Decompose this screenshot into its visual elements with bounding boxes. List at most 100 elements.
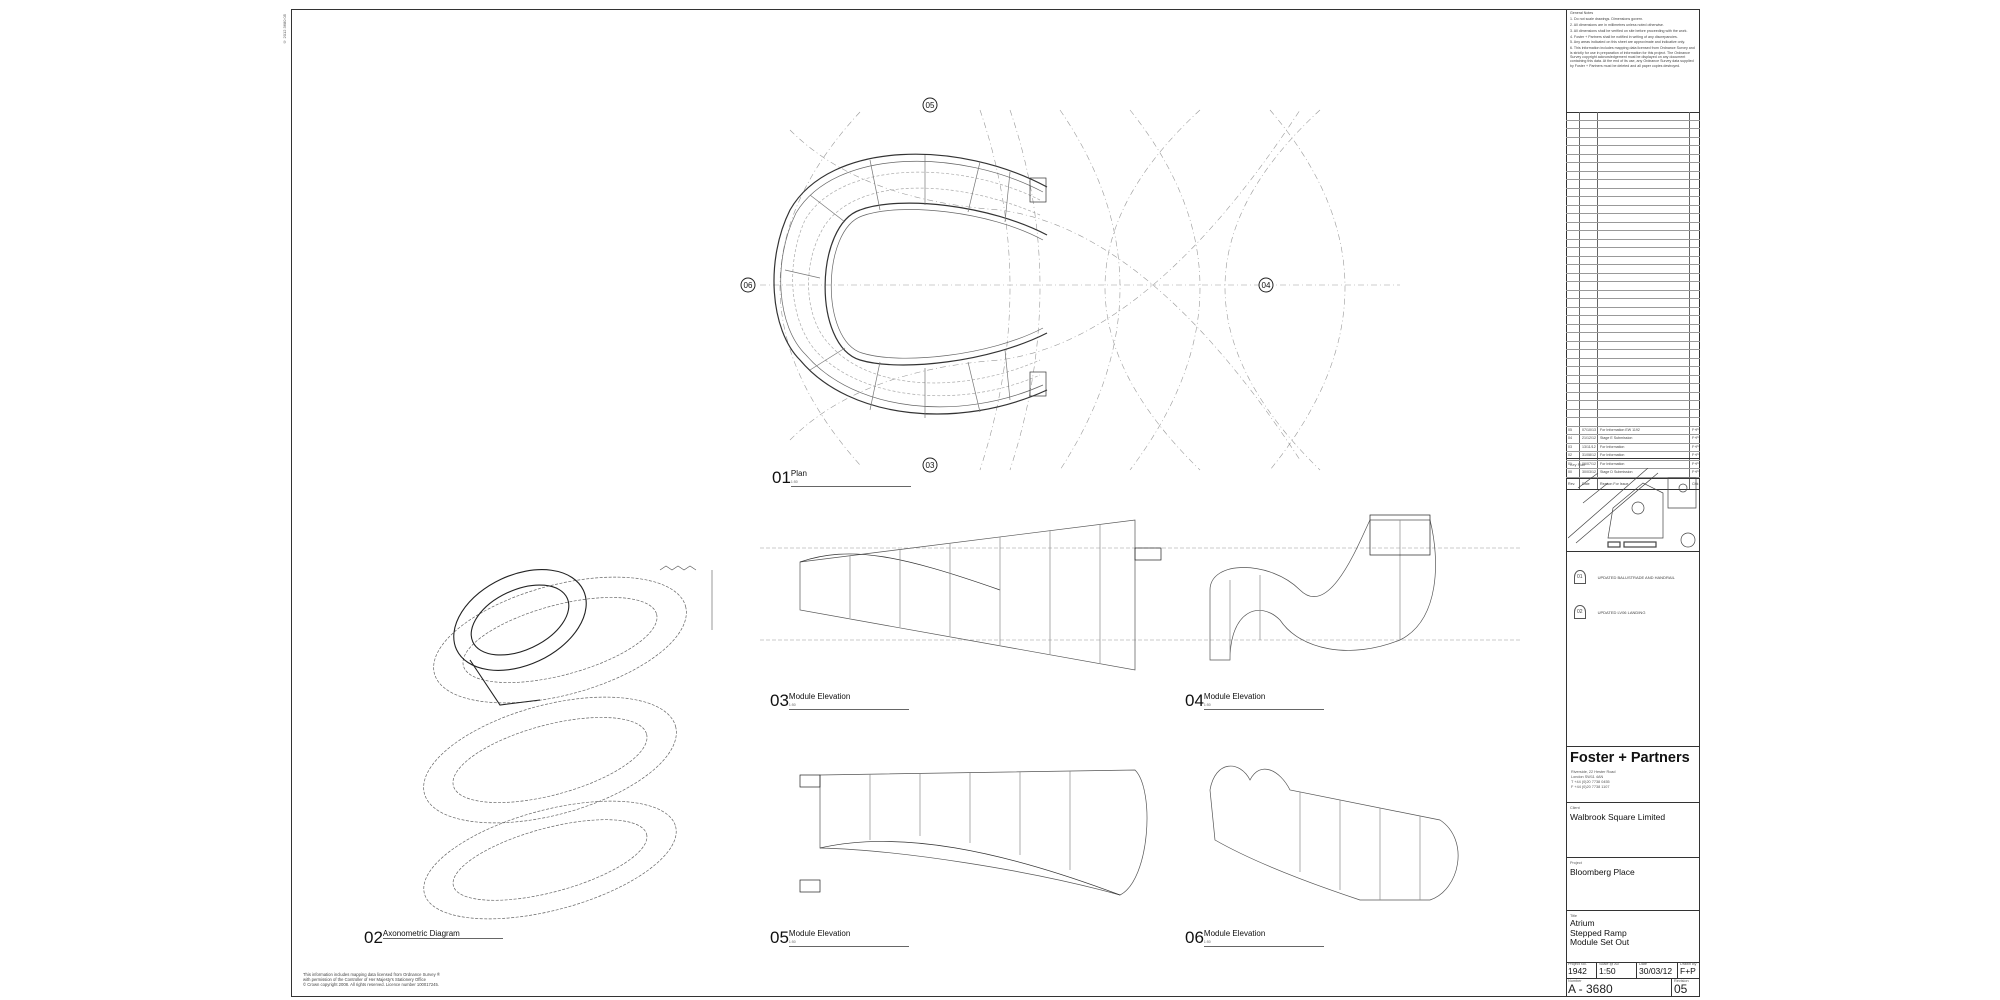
meta-scale: 1:50	[1599, 966, 1616, 976]
revision-row-empty	[1566, 171, 1700, 180]
revision-row-empty	[1566, 418, 1700, 427]
drawing-sheet-border	[291, 9, 1700, 997]
general-notes-items-2: 3. All dimensions shall be verified on s…	[1570, 28, 1688, 33]
revisions-rows-2-chk: F+P	[1692, 444, 1699, 449]
drawings-0-title: Plan	[790, 469, 807, 478]
revision-row-empty	[1566, 409, 1700, 418]
axonometric-drawing	[423, 576, 687, 920]
elevation-06	[1209, 765, 1459, 901]
revisions-rows-5-rev: 00	[1566, 469, 1580, 477]
general-notes-items-5: 6. This information includes mapping dat…	[1570, 46, 1695, 68]
revisions-rows-3-chk: F+P	[1692, 453, 1699, 457]
revision-triangle-icon: 02	[1574, 605, 1586, 619]
meta-drawn-label: Drawn By	[1680, 962, 1697, 966]
elevation-05	[799, 769, 1148, 896]
revisions-rows-0-date: 07/10/13	[1580, 426, 1598, 434]
revisions-rows-5-date: 30/03/12	[1580, 469, 1598, 477]
revisions-rows-4-date: 06/07/12	[1580, 460, 1598, 468]
section-markers-2: 06	[744, 281, 753, 290]
revision-row-empty	[1566, 256, 1700, 265]
revision-row-empty	[1566, 307, 1700, 316]
revisions-rows-2-date: 13/11/12	[1580, 443, 1598, 451]
key-plan-label: Key Plan	[1570, 463, 1586, 467]
revisions-rows-1-reason: Stage E Submission	[1598, 435, 1690, 443]
general-notes-items-1: 2. All dimensions are in millimetres unl…	[1570, 22, 1664, 27]
drawings-4-scale: 1:50	[788, 940, 796, 944]
practice-address-0: Riverside, 22 Hester Road	[1571, 770, 1616, 774]
drawing-label-02-axonometric: 02 Axonometric Diagram	[364, 929, 503, 946]
revisions-header-date: Date	[1580, 478, 1598, 489]
revisions-header-chk: Chk	[1692, 481, 1699, 486]
meta-number: A - 3680	[1568, 982, 1613, 996]
axonometric-highlight-module	[453, 569, 587, 706]
revision-row-empty	[1566, 358, 1700, 367]
section-marker-04: 04	[1258, 277, 1274, 293]
revision-row-empty	[1566, 324, 1700, 333]
revisions-rows-1-chk: F+P	[1692, 436, 1699, 440]
revisions-rows-5-chk: F+P	[1692, 470, 1699, 474]
amendment-02: 02 UPDATED LV06 LANDING	[1574, 605, 1645, 619]
meta-scale-label: Scale @ A0	[1599, 962, 1619, 966]
revision-row-empty	[1566, 333, 1700, 342]
project-label: Project	[1570, 861, 1582, 865]
revision-row-empty	[1566, 112, 1700, 121]
revision-row-empty	[1566, 384, 1700, 393]
copyright-notice: This information includes mapping data l…	[303, 972, 440, 987]
revision-row-empty	[1566, 248, 1700, 257]
revisions-rows-2-rev: 03	[1566, 443, 1580, 451]
title-lines-2: Module Set Out	[1570, 937, 1630, 947]
general-notes-items-3: 4. Foster + Partners shall be notified i…	[1570, 34, 1678, 39]
revisions-rows-3-reason: For Information	[1598, 452, 1690, 460]
client-label: Client	[1570, 806, 1580, 810]
revision-row-empty	[1566, 299, 1700, 308]
section-marker-06: 06	[740, 277, 756, 293]
key-plan-map	[1568, 468, 1697, 548]
revision-row-empty	[1566, 197, 1700, 206]
meta-date-label: Date	[1639, 962, 1648, 966]
revision-row-empty	[1566, 282, 1700, 291]
meta-revision: 05	[1674, 982, 1688, 996]
revision-row-empty	[1566, 154, 1700, 163]
general-notes-items-4: 5. Any areas indicated on this sheet are…	[1570, 40, 1686, 45]
drawings-1-title: Axonometric Diagram	[382, 929, 460, 938]
drawings-0-scale: 1:50	[790, 480, 798, 484]
revision-row-empty	[1566, 120, 1700, 129]
section-markers-1: 03	[926, 461, 935, 470]
title-label: Title	[1570, 914, 1578, 918]
meta-project-no-label: Project No.	[1568, 962, 1587, 966]
revisions-rows-0-reason: For Information EW 1192	[1598, 426, 1690, 434]
project-value: Bloomberg Place	[1570, 867, 1635, 877]
revisions-rows-1-date: 21/12/12	[1580, 435, 1598, 443]
revisions-header-rev: Rev.	[1566, 478, 1580, 489]
revision-row-empty	[1566, 401, 1700, 410]
revisions-rows-1-rev: 04	[1566, 435, 1580, 443]
revision-row-empty	[1566, 214, 1700, 223]
practice-address-1: London SW11 4AN	[1571, 775, 1604, 779]
revision-row-empty	[1566, 188, 1700, 197]
drawings-2-num: 03	[770, 691, 789, 710]
revision-row-empty	[1566, 137, 1700, 146]
revisions-rows-5-reason: Stage D Submission	[1598, 469, 1690, 477]
revisions-rows-4-chk: F+P	[1692, 461, 1699, 466]
revision-row-empty	[1566, 239, 1700, 248]
elevation-03	[760, 519, 1520, 671]
general-notes-items-0: 1. Do not scale drawings. Dimensions gov…	[1570, 16, 1644, 21]
practice-address-3: F +44 (0)20 7738 1107	[1571, 785, 1610, 789]
amendments-0-text: UPDATED BALUSTRADE AND HANDRAIL	[1597, 574, 1675, 580]
title-lines-1: Stepped Ramp	[1570, 927, 1627, 938]
drawings-2-scale: 1:50	[788, 703, 796, 707]
drawings-5-num: 06	[1185, 928, 1204, 947]
